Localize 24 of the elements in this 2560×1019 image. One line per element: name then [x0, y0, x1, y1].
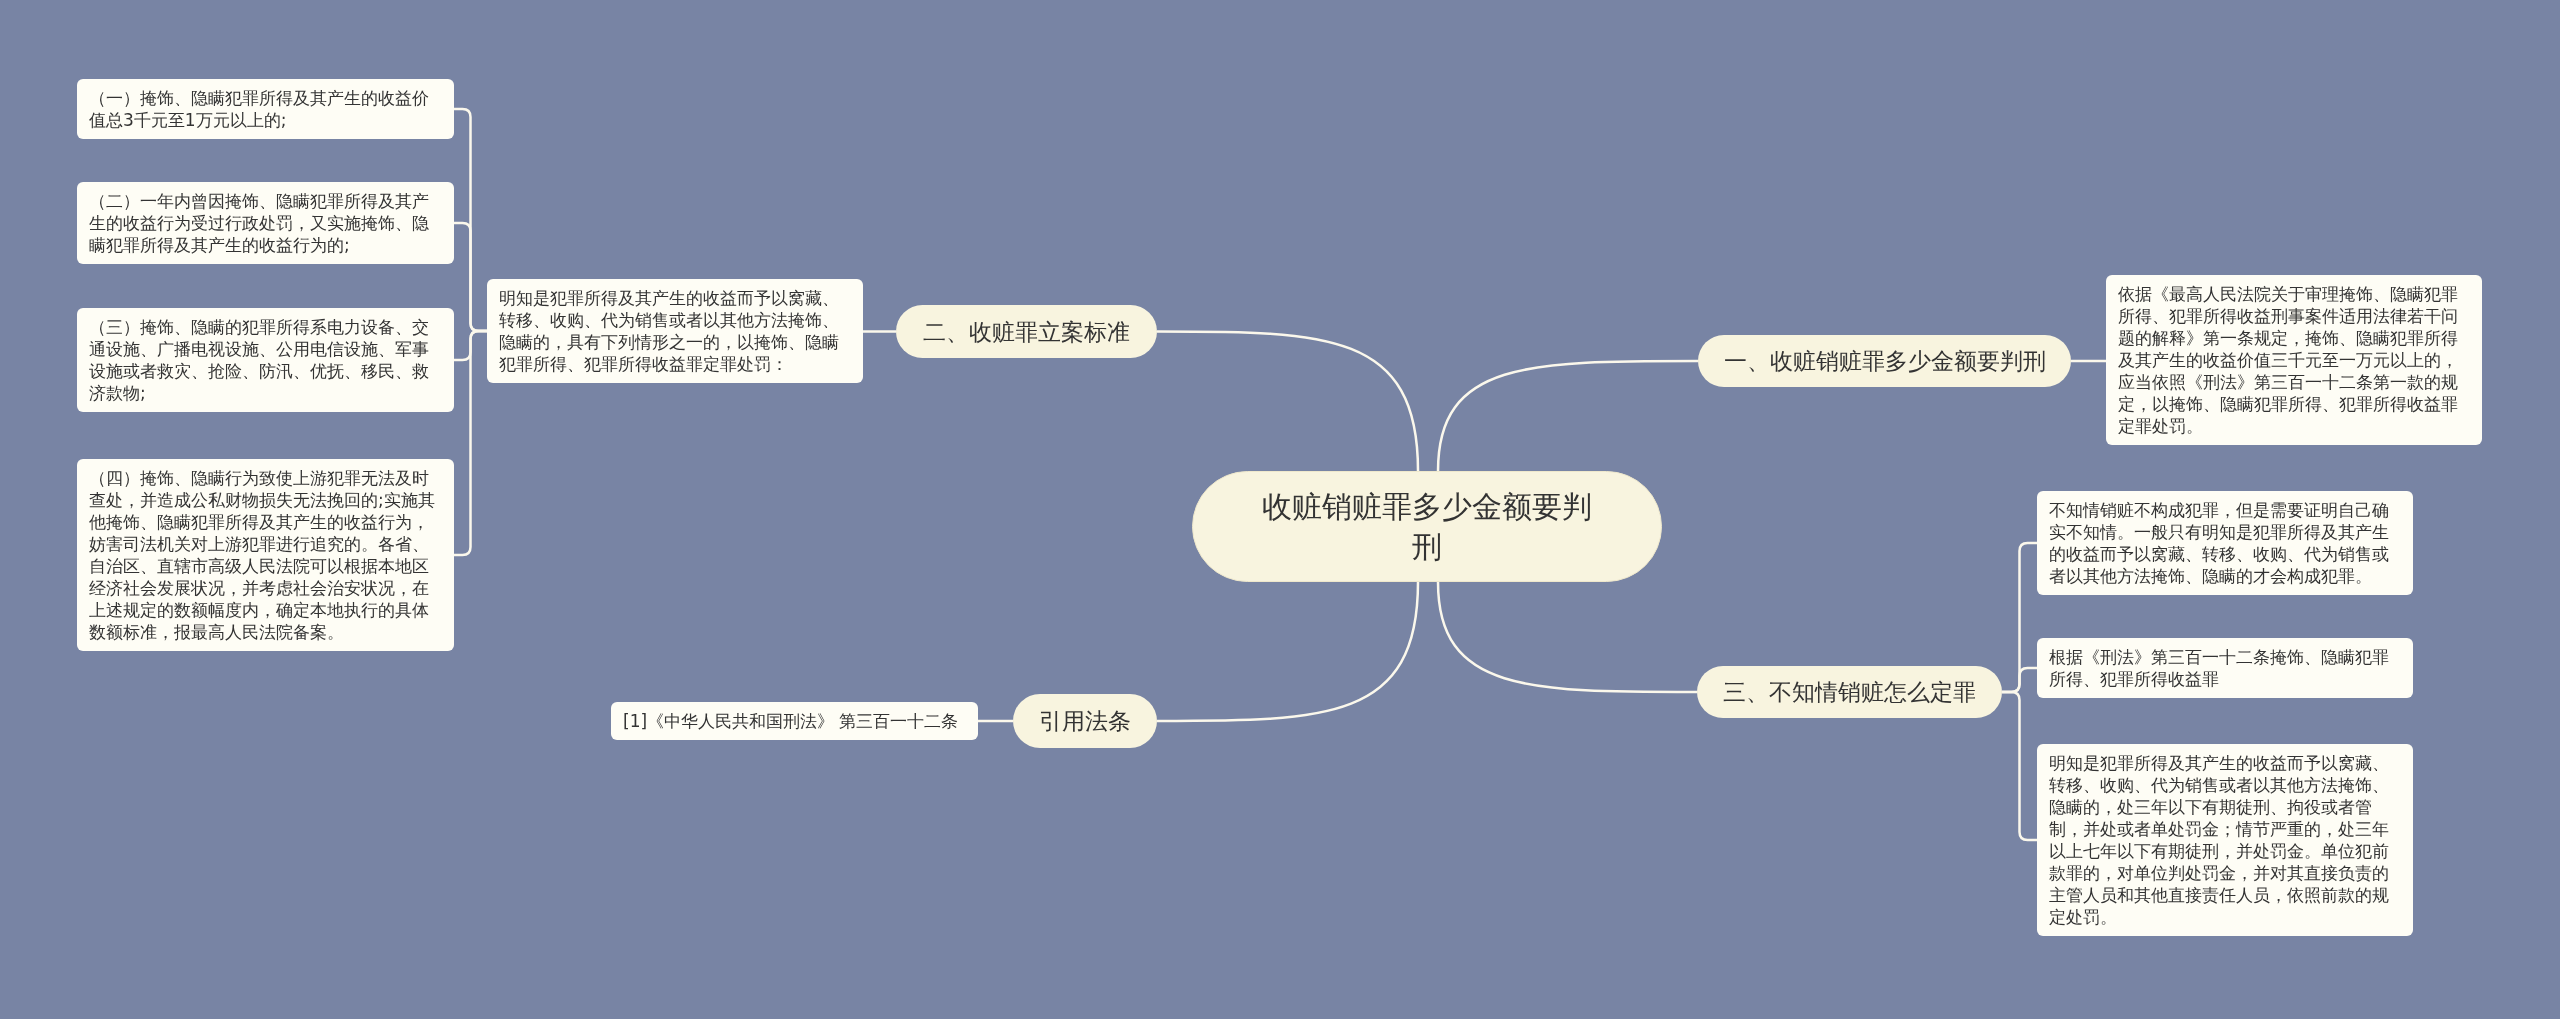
note-card: 明知是犯罪所得及其产生的收益而予以窝藏、转移、收购、代为销售或者以其他方法掩饰、隐瞒的，具有下列情形之一的，以掩饰、隐瞒犯罪所得、犯罪所得收益罪定罪处罚：	[487, 279, 863, 383]
note-card: 不知情销赃不构成犯罪，但是需要证明自己确实不知情。一般只有明知是犯罪所得及其产生的收益而予以窝藏、转移、收购、代为销售或者以其他方法掩饰、隐瞒的才会构成犯罪。	[2037, 491, 2413, 595]
branch-topic: 二、收赃罪立案标准	[896, 305, 1157, 358]
connector-line	[1157, 330, 1420, 472]
connector-line	[2071, 359, 2106, 363]
note-card: （三）掩饰、隐瞒的犯罪所得系电力设备、交通设施、广播电视设施、公用电信设施、军事设施或者救灾、抢险、防汛、优抚、移民、救济款物;	[77, 308, 454, 412]
connector-line	[978, 719, 1013, 723]
note-card: 明知是犯罪所得及其产生的收益而予以窝藏、转移、收购、代为销售或者以其他方法掩饰、隐瞒的，处三年以下有期徒刑、拘役或者管制，并处或者单处罚金；情节严重的，处三年以上七年以下有期徒刑，并处罚金。单位犯前款罪的，对单位判处罚金，并对其直接负责的主管人员和其他直接责任人员，依照前款的规定处罚。	[2037, 744, 2413, 936]
central-topic: 收赃销赃罪多少金额要判刑	[1192, 471, 1662, 582]
note-card: 依据《最高人民法院关于审理掩饰、隐瞒犯罪所得、犯罪所得收益刑事案件适用法律若干问题的解释》第一条规定，掩饰、隐瞒犯罪所得及其产生的收益价值三千元至一万元以上的，应当依照《刑法》第三百一十二条第一款的规定，以掩饰、隐瞒犯罪所得、犯罪所得收益罪定罪处罚。	[2106, 275, 2482, 445]
connector-line	[454, 329, 487, 557]
note-card: [1]《中华人民共和国刑法》 第三百一十二条	[611, 702, 978, 740]
connector-line	[1157, 581, 1420, 723]
note-card: 根据《刑法》第三百一十二条掩饰、隐瞒犯罪所得、犯罪所得收益罪	[2037, 638, 2413, 698]
note-card: （四）掩饰、隐瞒行为致使上游犯罪无法及时查处，并造成公私财物损失无法挽回的;实施其他掩饰、隐瞒犯罪所得及其产生的收益行为，妨害司法机关对上游犯罪进行追究的。各省、自治区、直辖市高级人民法院可以根据本地区经济社会发展状况，并考虑社会治安状况，在上述规定的数额幅度内，确定本地执行的具体数额标准，报最高人民法院备案。	[77, 459, 454, 651]
connector-line	[1436, 581, 1697, 694]
branch-topic: 引用法条	[1013, 694, 1157, 748]
note-card: （一）掩饰、隐瞒犯罪所得及其产生的收益价值总3千元至1万元以上的;	[77, 79, 454, 139]
connector-line	[2002, 690, 2037, 842]
branch-topic: 一、收赃销赃罪多少金额要判刑	[1698, 335, 2071, 387]
connector-line	[1436, 359, 1698, 472]
note-card: （二）一年内曾因掩饰、隐瞒犯罪所得及其产生的收益行为受过行政处罚，又实施掩饰、隐瞒犯罪所得及其产生的收益行为的;	[77, 182, 454, 264]
branch-topic: 三、不知情销赃怎么定罪	[1697, 666, 2002, 718]
connector-line	[863, 330, 896, 333]
